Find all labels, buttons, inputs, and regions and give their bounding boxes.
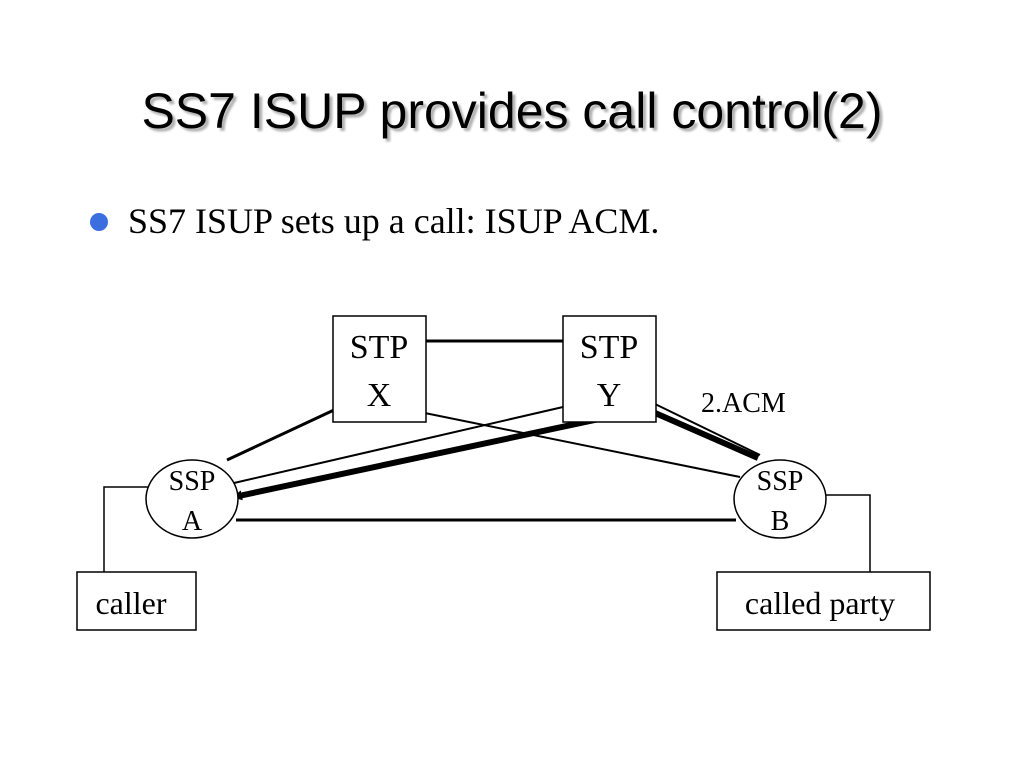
ssp-b-label-1: SSP	[757, 466, 804, 497]
ssp-a-label-1: SSP	[169, 466, 216, 497]
caller-label: caller	[95, 585, 166, 621]
ssp-b-label-2: B	[771, 506, 790, 537]
stp-y-label-1: STP	[580, 329, 639, 366]
link-sspb-called-party	[826, 494, 871, 572]
ssp-a-node	[145, 459, 239, 539]
bullet-item: SS7 ISUP sets up a call: ISUP ACM.	[90, 200, 659, 242]
bullet-dot-icon	[90, 213, 108, 231]
acm-arrow-stpy-sspa	[232, 406, 647, 501]
stp-x-box	[332, 315, 427, 423]
called-party-box	[716, 571, 931, 631]
stp-x-label-1: STP	[350, 329, 409, 366]
link-stpy-sspb	[654, 403, 761, 456]
called-party-label: called party	[745, 585, 895, 621]
stp-y-box	[562, 315, 657, 423]
stp-x-label-2: X	[367, 377, 392, 414]
link-sspa-caller	[103, 486, 150, 572]
link-stpx-sspb	[409, 409, 741, 478]
stp-y-label-2: Y	[597, 377, 622, 414]
caller-box	[76, 571, 197, 631]
ssp-b-node	[733, 459, 827, 539]
link-sspa-stpx	[226, 408, 335, 462]
slide-title: SS7 ISUP provides call control(2)	[141, 83, 883, 139]
acm-message-label: 2.ACM	[701, 388, 786, 419]
ssp-a-label-2: A	[182, 506, 203, 537]
link-sspa-stpy	[233, 406, 564, 484]
bullet-text: SS7 ISUP sets up a call: ISUP ACM.	[128, 201, 660, 241]
acm-path-sspb-stpy	[644, 406, 760, 461]
